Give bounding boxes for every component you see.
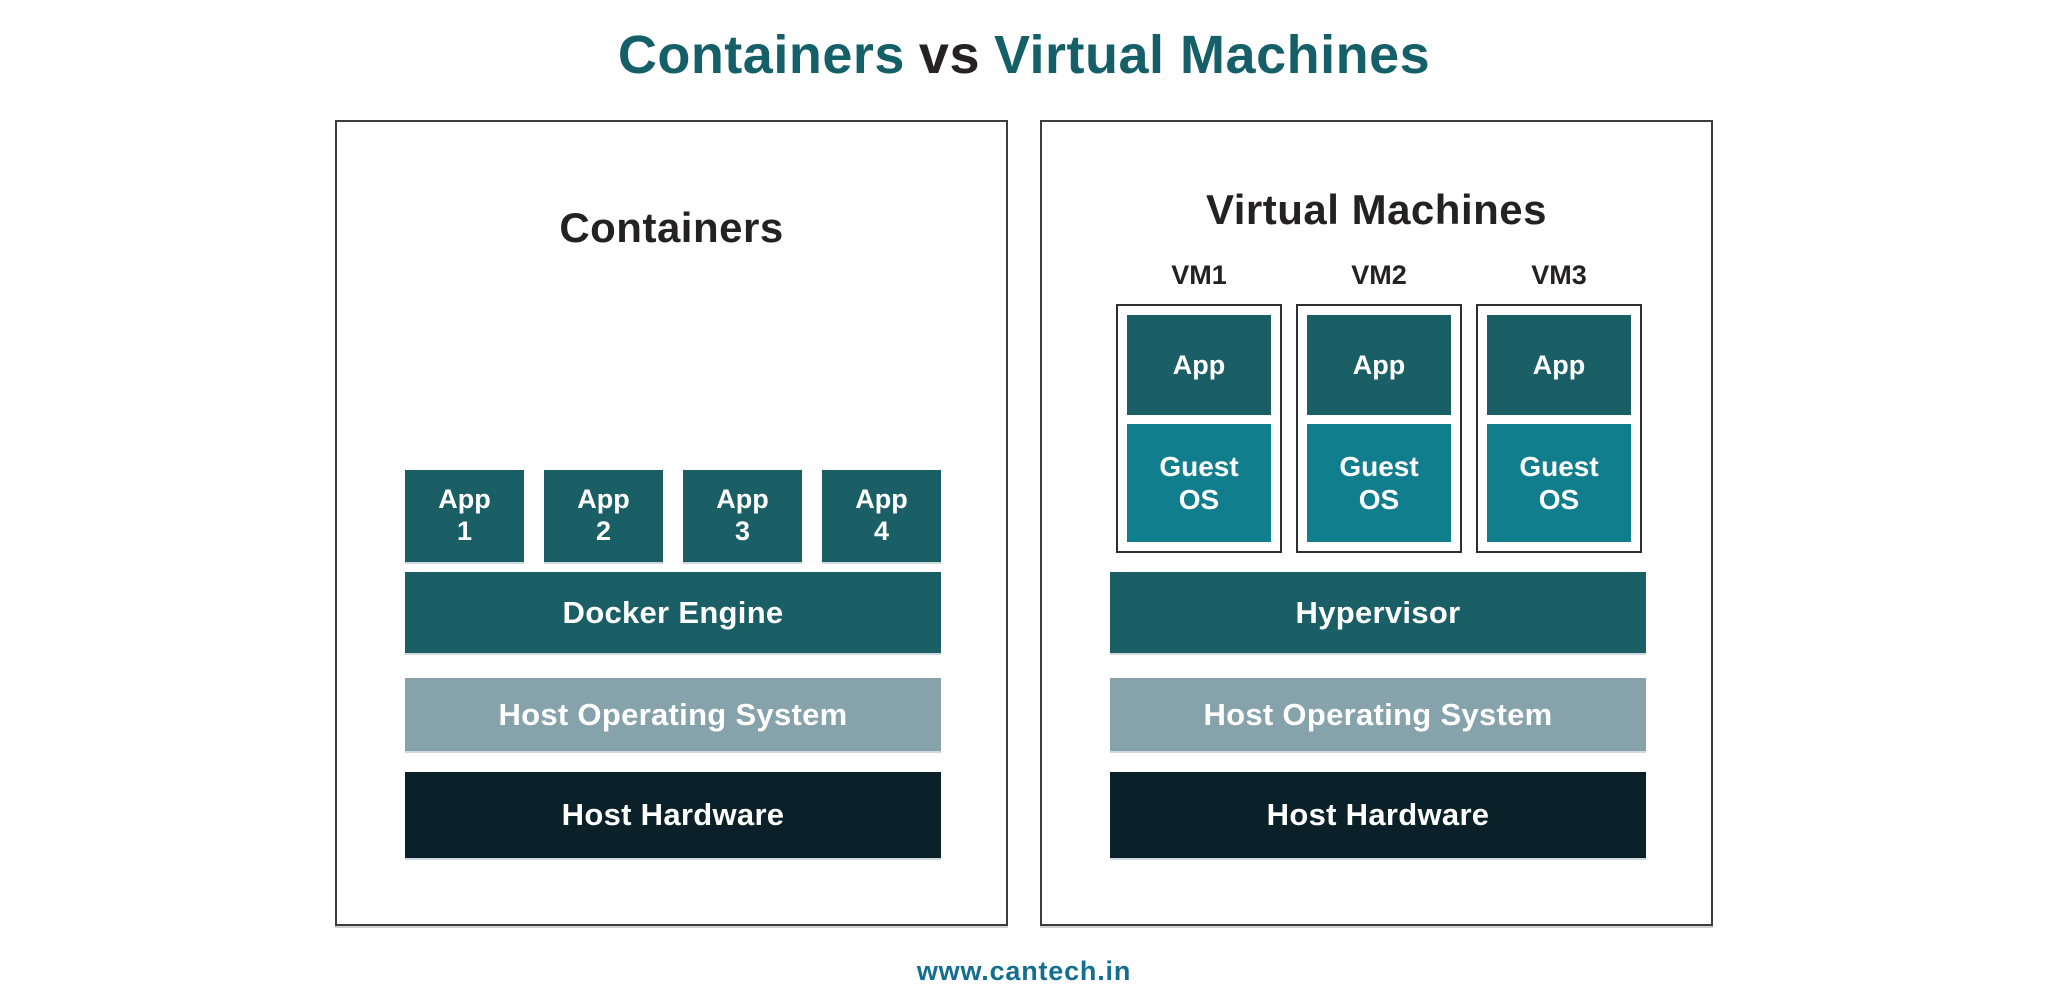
vm2-column: VM2 App Guest OS	[1296, 260, 1462, 553]
vm1-label: VM1	[1171, 260, 1227, 290]
container-app-3-box: App 3	[683, 470, 802, 562]
title-vs: vs	[918, 25, 980, 85]
container-apps-row: App 1 App 2 App 3 App 4	[405, 470, 941, 562]
host-os-layer-left: Host Operating System	[405, 678, 941, 751]
host-hardware-layer-right: Host Hardware	[1110, 772, 1646, 858]
virtual-machines-panel: Virtual Machines VM1 App Guest OS VM2 Ap…	[1040, 120, 1713, 926]
host-hardware-layer-left: Host Hardware	[405, 772, 941, 858]
vm1-app-box: App	[1127, 315, 1271, 415]
container-app-4-box: App 4	[822, 470, 941, 562]
containers-panel: Containers App 1 App 2 App 3 App 4 Docke…	[335, 120, 1008, 926]
docker-engine-layer: Docker Engine	[405, 572, 941, 653]
hypervisor-layer: Hypervisor	[1110, 572, 1646, 653]
vm-row: VM1 App Guest OS VM2 App Guest OS VM3 Ap…	[1116, 260, 1642, 553]
footer-url: www.cantech.in	[916, 956, 1132, 986]
host-os-layer-right: Host Operating System	[1110, 678, 1646, 751]
containers-panel-heading: Containers	[559, 204, 784, 251]
virtual-machines-panel-heading: Virtual Machines	[1205, 186, 1547, 233]
vm1-guest-os-box: Guest OS	[1127, 424, 1271, 542]
vm1-box: App Guest OS	[1116, 304, 1282, 553]
vm2-app-box: App	[1307, 315, 1451, 415]
vm3-label: VM3	[1531, 260, 1587, 290]
vm2-box: App Guest OS	[1296, 304, 1462, 553]
vm2-label: VM2	[1351, 260, 1407, 290]
vm3-column: VM3 App Guest OS	[1476, 260, 1642, 553]
container-app-1-box: App 1	[405, 470, 524, 562]
vm2-guest-os-box: Guest OS	[1307, 424, 1451, 542]
title-virtual-machines: Virtual Machines	[993, 25, 1431, 85]
vm3-app-box: App	[1487, 315, 1631, 415]
container-app-2-box: App 2	[544, 470, 663, 562]
vm1-column: VM1 App Guest OS	[1116, 260, 1282, 553]
vm3-box: App Guest OS	[1476, 304, 1642, 553]
vm3-guest-os-box: Guest OS	[1487, 424, 1631, 542]
title-containers: Containers	[617, 25, 905, 85]
